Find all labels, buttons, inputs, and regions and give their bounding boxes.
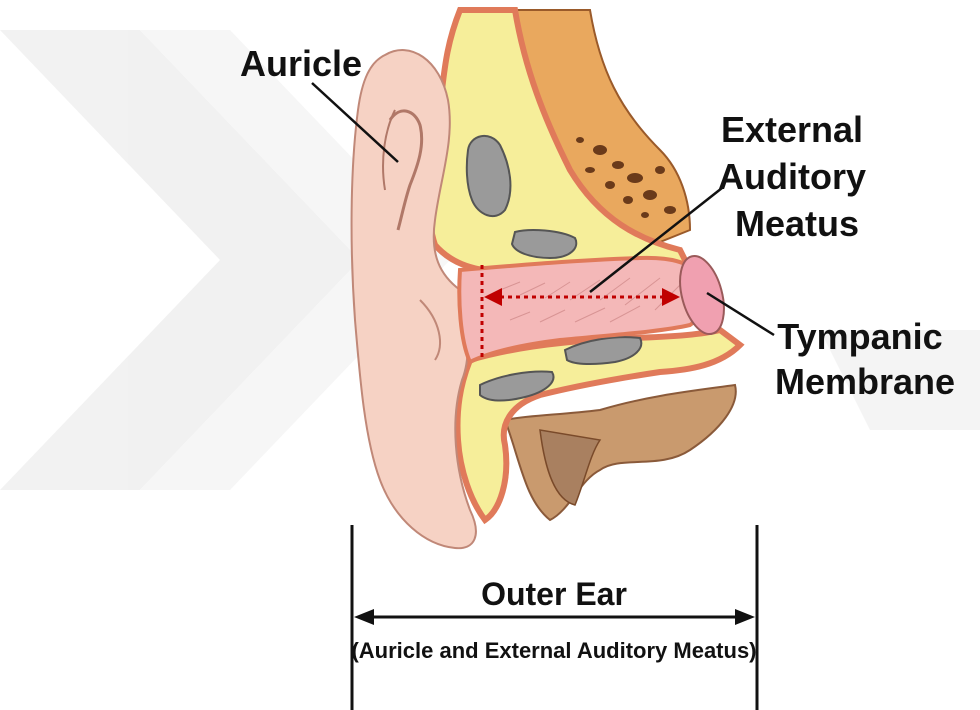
outer-ear-bracket (352, 525, 757, 710)
outer-ear-label: Outer Ear (481, 576, 627, 612)
bracket-arrowhead-left (354, 609, 374, 625)
outer-ear-caption: (Auricle and External Auditory Meatus) (351, 638, 756, 663)
external-auditory-meatus-label: External Auditory Meatus (718, 109, 876, 244)
soft-tissue (505, 385, 736, 520)
bracket-arrowhead-right (735, 609, 755, 625)
auricle-label: Auricle (240, 43, 362, 84)
